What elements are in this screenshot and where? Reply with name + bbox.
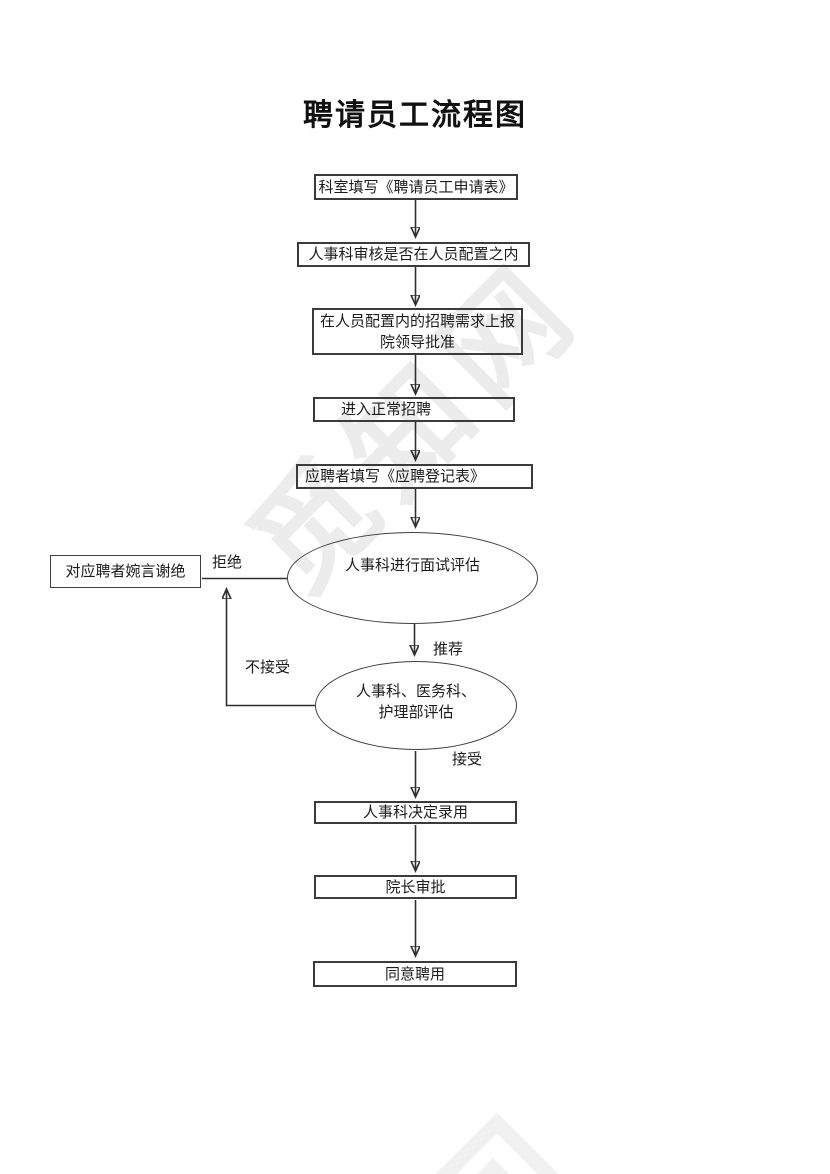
node-decision2: 人事科、医务科、 护理部评估 bbox=[315, 661, 517, 750]
node-reject-action: 对应聘者婉言谢绝 bbox=[50, 555, 201, 588]
node-step3-line1: 在人员配置内的招聘需求上报 bbox=[319, 312, 515, 330]
node-step6: 人事科决定录用 bbox=[314, 801, 517, 824]
edge-label-accept: 接受 bbox=[452, 751, 483, 768]
node-step3: 在人员配置内的招聘需求上报 院领导批准 bbox=[312, 308, 523, 355]
node-decision2-line1: 人事科、医务科、 bbox=[355, 682, 476, 700]
node-step2: 人事科审核是否在人员配置之内 bbox=[297, 242, 530, 267]
edge-label-reject: 拒绝 bbox=[212, 554, 243, 571]
node-step4: 进入正常招聘 bbox=[313, 397, 515, 422]
node-step5: 应聘者填写《应聘登记表》 bbox=[296, 464, 533, 489]
arrow-not-accept bbox=[227, 590, 315, 707]
node-step1: 科室填写《聘请员工申请表》 bbox=[314, 174, 518, 200]
node-decision2-line2: 护理部评估 bbox=[378, 703, 454, 721]
node-decision1: 人事科进行面试评估 bbox=[287, 532, 538, 624]
edge-label-not-accept: 不接受 bbox=[245, 659, 291, 676]
node-step8: 同意聘用 bbox=[313, 961, 517, 987]
node-step7: 院长审批 bbox=[314, 875, 517, 899]
node-step3-line2: 院领导批准 bbox=[379, 333, 455, 351]
edge-label-recommend: 推荐 bbox=[433, 641, 464, 658]
page-title: 聘请员工流程图 bbox=[303, 99, 527, 132]
